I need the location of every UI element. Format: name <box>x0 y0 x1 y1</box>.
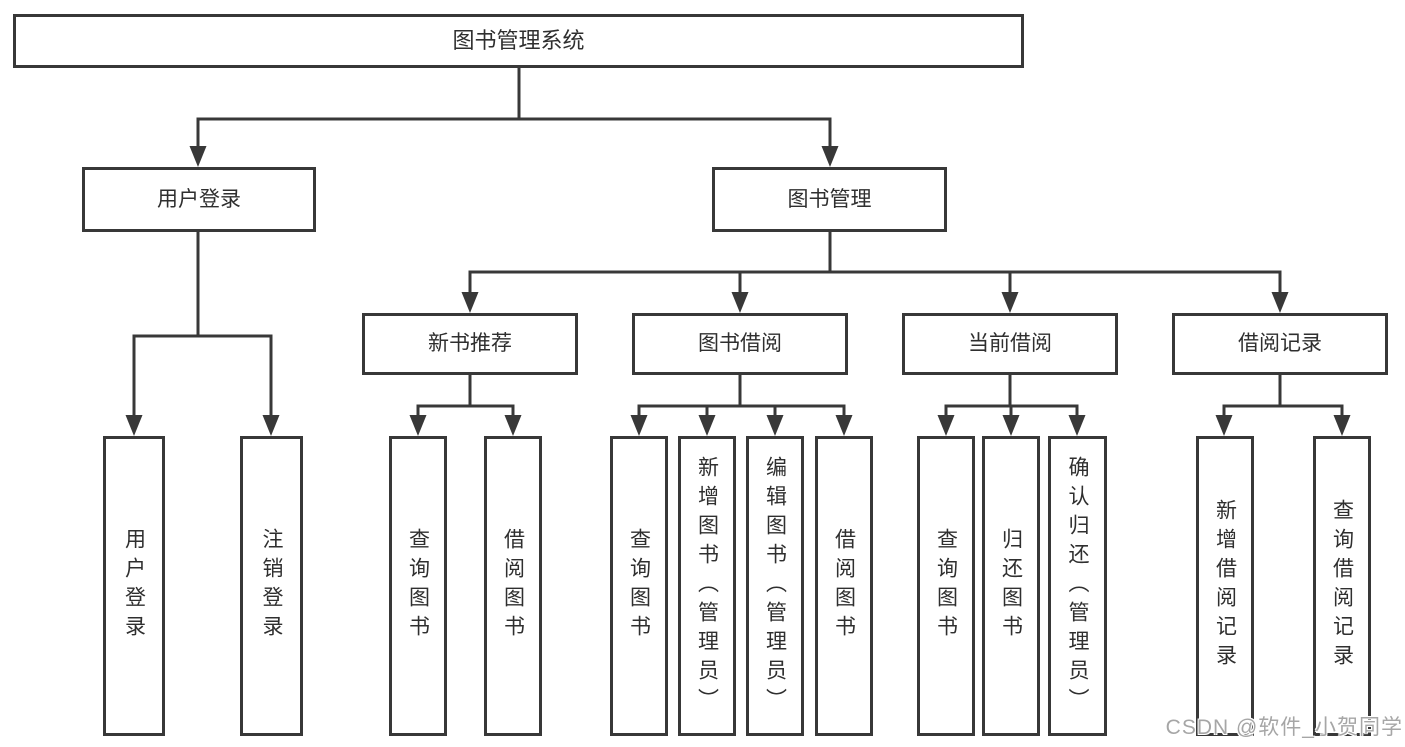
leaf-bb-add-books-admin: 新增图书（管理员） <box>678 436 736 736</box>
node-new-book-recommend-label: 新书推荐 <box>428 332 512 356</box>
leaf-br-add-borrow-record: 新增借阅记录 <box>1196 436 1254 736</box>
leaf-logout: 注销登录 <box>240 436 303 736</box>
node-user-login-label: 用户登录 <box>157 187 241 211</box>
leaf-bb-add-books-admin-label: 新增图书（管理员） <box>695 455 719 717</box>
node-book-borrowing-label: 图书借阅 <box>698 332 782 356</box>
leaf-bb-borrow-books: 借阅图书 <box>815 436 873 736</box>
leaf-user-login-label: 用户登录 <box>122 528 146 644</box>
node-new-book-recommend: 新书推荐 <box>362 313 578 375</box>
leaf-bb-query-books-label: 查询图书 <box>627 528 651 644</box>
watermark: CSDN @软件_小贺同学 <box>1165 716 1403 739</box>
node-current-borrowing-label: 当前借阅 <box>968 332 1052 356</box>
leaf-br-query-borrow-record: 查询借阅记录 <box>1313 436 1371 736</box>
leaf-nb-borrow-books-label: 借阅图书 <box>501 528 525 644</box>
leaf-br-add-borrow-record-label: 新增借阅记录 <box>1213 499 1237 673</box>
leaf-cb-confirm-return-admin-label: 确认归还（管理员） <box>1066 455 1089 717</box>
leaf-logout-label: 注销登录 <box>260 528 283 644</box>
leaf-cb-confirm-return-admin: 确认归还（管理员） <box>1048 436 1107 736</box>
leaf-bb-edit-books-admin-label: 编辑图书（管理员） <box>763 455 787 717</box>
leaf-nb-query-books: 查询图书 <box>389 436 447 736</box>
leaf-cb-return-books-label: 归还图书 <box>999 528 1023 644</box>
node-root-label: 图书管理系统 <box>452 27 585 53</box>
leaf-bb-query-books: 查询图书 <box>610 436 668 736</box>
node-borrow-records: 借阅记录 <box>1172 313 1388 375</box>
node-user-login: 用户登录 <box>82 167 316 232</box>
leaf-bb-borrow-books-label: 借阅图书 <box>832 528 856 644</box>
node-current-borrowing: 当前借阅 <box>902 313 1118 375</box>
leaf-user-login: 用户登录 <box>103 436 165 736</box>
leaf-cb-query-books-label: 查询图书 <box>934 528 958 644</box>
node-root: 图书管理系统 <box>13 14 1024 68</box>
leaf-nb-query-books-label: 查询图书 <box>406 528 430 644</box>
leaf-cb-query-books: 查询图书 <box>917 436 975 736</box>
node-book-borrowing: 图书借阅 <box>632 313 848 375</box>
node-book-management-label: 图书管理 <box>787 187 872 211</box>
leaf-cb-return-books: 归还图书 <box>982 436 1040 736</box>
leaf-bb-edit-books-admin: 编辑图书（管理员） <box>746 436 804 736</box>
leaf-br-query-borrow-record-label: 查询借阅记录 <box>1330 499 1354 673</box>
node-borrow-records-label: 借阅记录 <box>1238 332 1322 356</box>
node-book-management: 图书管理 <box>712 167 947 232</box>
leaf-nb-borrow-books: 借阅图书 <box>484 436 542 736</box>
